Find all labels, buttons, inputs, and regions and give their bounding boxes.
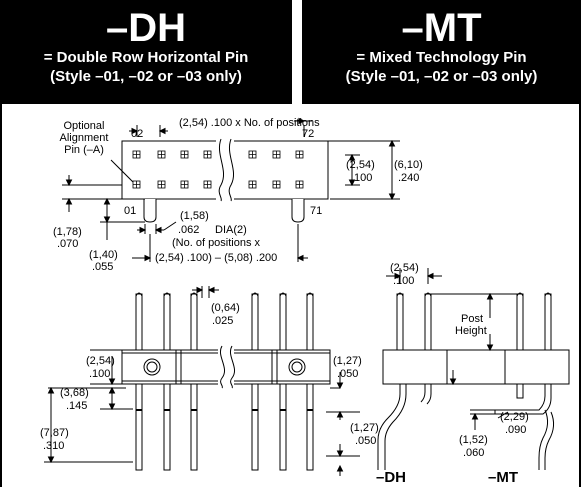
- alignment-pin-label-2: Alignment: [60, 132, 109, 144]
- dim-787-metric: (7,87): [40, 427, 69, 439]
- height-metric: (6,10): [394, 159, 423, 171]
- row-pitch-metric: (2,54): [346, 159, 375, 171]
- dim-178-inch: .070: [57, 238, 78, 250]
- dim-178-metric: (1,78): [53, 226, 82, 238]
- dim-140-metric: (1,40): [89, 249, 118, 261]
- side-view: [44, 286, 360, 476]
- profile-pitch-metric: (2,54): [390, 262, 419, 274]
- dim-127b-metric: (1,27): [350, 422, 379, 434]
- top-view: [62, 117, 400, 262]
- alignment-pin-left: [143, 199, 157, 223]
- top-view-labels: Optional Alignment Pin (–A) (2,54) .100 …: [53, 117, 423, 273]
- mt-profile-housing: [504, 349, 570, 385]
- dim-152-metric: (1,52): [459, 434, 488, 446]
- pitch-text: (2,54) .100 x No. of positions: [179, 117, 320, 129]
- mt-code: –MT: [401, 6, 482, 50]
- profile-pitch-inch: .100: [393, 275, 414, 287]
- dim-368-metric: (3,68): [60, 387, 89, 399]
- dh-desc-line2: (Style –01, –02 or –03 only): [50, 68, 242, 85]
- side-pitch-metric: (2,54): [86, 355, 115, 367]
- dia-inch: .062: [178, 224, 199, 236]
- dim-127a-inch: .050: [337, 368, 358, 380]
- profile-labels: (2,54) .100 Post Height (2,29) .090 (1,5…: [376, 262, 529, 486]
- header-mt: –MT = Mixed Technology Pin (Style –01, –…: [302, 0, 581, 104]
- drawing-frame: [0, 104, 581, 487]
- pin-gap-metric: (0,64): [211, 302, 240, 314]
- contact-squares: [132, 150, 304, 189]
- formula-line-2: (2,54) .100) – (5,08) .200: [155, 252, 277, 264]
- dh-desc-line1: = Double Row Horizontal Pin: [43, 49, 249, 66]
- mt-desc-line2: (Style –01, –02 or –03 only): [345, 68, 538, 85]
- dh-code: –DH: [105, 6, 187, 50]
- dim-787-inch: .310: [43, 440, 64, 452]
- row-pitch-inch: .100: [351, 172, 372, 184]
- dim-152-inch: .060: [463, 447, 484, 459]
- dim-127a-metric: (1,27): [333, 355, 362, 367]
- post-left: [143, 358, 161, 376]
- side-view-labels: (0,64) .025 (2,54) .100 (3,68) .145 (7,8…: [40, 302, 379, 452]
- position-02: 02: [131, 128, 143, 140]
- dim-368-inch: .145: [66, 400, 87, 412]
- alignment-pin-label-1: Optional: [64, 120, 105, 132]
- dh-profile-housing: [382, 349, 448, 385]
- post-right: [288, 358, 306, 376]
- profile-views: [377, 268, 570, 470]
- header-dh: –DH = Double Row Horizontal Pin (Style –…: [0, 0, 292, 104]
- post-height-label-1: Post: [461, 313, 483, 325]
- dia-metric: (1,58): [180, 210, 209, 222]
- pin-gap-inch: .025: [212, 315, 233, 327]
- alignment-pin-right: [291, 199, 305, 223]
- dia-label: DIA(2): [215, 224, 247, 236]
- mt-desc-line1: = Mixed Technology Pin: [356, 49, 527, 66]
- dim-229-inch: .090: [505, 424, 526, 436]
- post-height-label-2: Height: [455, 325, 487, 337]
- formula-line-1: (No. of positions x: [172, 237, 261, 249]
- height-inch: .240: [398, 172, 419, 184]
- dim-127b-inch: .050: [355, 435, 376, 447]
- position-71: 71: [310, 205, 322, 217]
- dim-140-inch: .055: [92, 261, 113, 273]
- position-72: 72: [302, 128, 314, 140]
- dh-profile-label: –DH: [376, 469, 406, 486]
- dim-229-metric: (2,29): [500, 411, 529, 423]
- mt-profile-label: –MT: [488, 469, 518, 486]
- position-01: 01: [124, 205, 136, 217]
- alignment-pin-label-3: Pin (–A): [64, 144, 104, 156]
- side-pitch-inch: .100: [89, 368, 110, 380]
